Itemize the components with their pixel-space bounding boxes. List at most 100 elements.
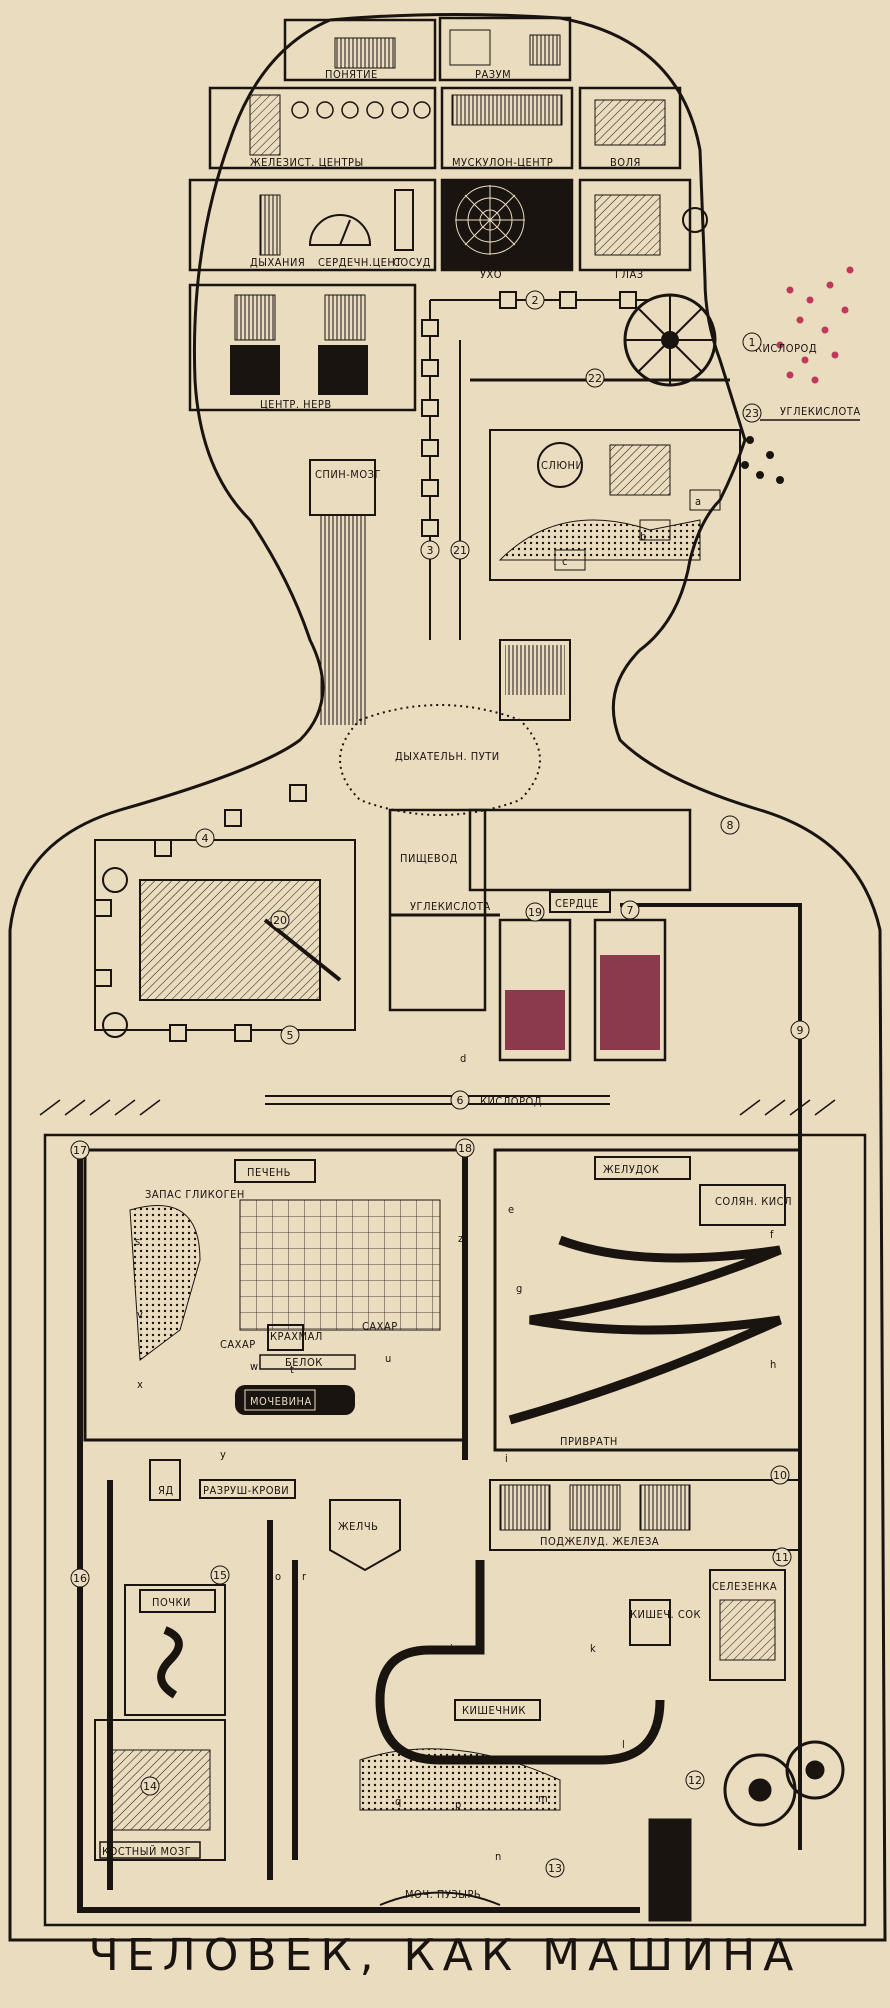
svg-text:ЯД: ЯД (158, 1484, 174, 1497)
gears (648, 1740, 845, 1922)
room-ukho (440, 178, 574, 272)
label-centr-nerv: ЦЕНТР. НЕРВ (260, 398, 332, 411)
svg-text:2: 2 (532, 294, 539, 307)
label-serdechnyi: СЕРДЕЧН.ЦЕНТ (318, 256, 402, 269)
label-volya: ВОЛЯ (610, 156, 641, 169)
body-outline (8, 12, 887, 1942)
room-muskulon (440, 86, 574, 170)
svg-text:f: f (770, 1228, 774, 1241)
svg-text:11: 11 (775, 1551, 789, 1564)
svg-text:КИШЕЧНИК: КИШЕЧНИК (462, 1704, 526, 1717)
spiderweb (455, 185, 525, 255)
svg-text:x: x (137, 1378, 143, 1391)
svg-text:ПОДЖЕЛУД. ЖЕЛЕЗА: ПОДЖЕЛУД. ЖЕЛЕЗА (540, 1535, 659, 1548)
svg-text:s: s (135, 1235, 141, 1248)
svg-text:8: 8 (727, 819, 734, 832)
spleen: СЕЛЕЗЕНКА (709, 1569, 786, 1681)
poster-title: ЧЕЛОВЕК, КАК МАШИНА (88, 1930, 802, 1981)
svg-text:p: p (455, 1798, 462, 1811)
svg-text:20: 20 (273, 914, 287, 927)
svg-text:6: 6 (457, 1094, 464, 1107)
svg-text:k: k (590, 1642, 596, 1655)
svg-text:ПОЧКИ: ПОЧКИ (152, 1596, 191, 1609)
label-sosud: СОСУД (393, 256, 431, 269)
svg-text:c: c (562, 555, 568, 568)
head: ПОНЯТИЕ РАЗУМ ЖЕЛЕЗИСТ. ЦЕНТРЫ МУСКУЛОН-… (188, 16, 861, 725)
liver: ПЕЧЕНЬ ЗАПАС ГЛИКОГЕН КРАХМАЛ САХАР САХА… (83, 1148, 467, 1442)
svg-text:l: l (622, 1738, 625, 1751)
svg-text:d: d (460, 1052, 467, 1065)
svg-text:7: 7 (627, 904, 634, 917)
room-volya (578, 86, 682, 170)
number-markers: 1 2 3 4 5 6 7 8 9 10 11 12 13 14 15 16 1… (70, 290, 810, 1878)
svg-text:21: 21 (453, 544, 467, 557)
svg-text:РАЗРУШ-КРОВИ: РАЗРУШ-КРОВИ (203, 1484, 289, 1497)
label-razum: РАЗУМ (475, 68, 511, 81)
room-glaz (578, 178, 692, 272)
svg-text:y: y (220, 1448, 226, 1461)
gauge-row (291, 101, 431, 119)
svg-text:САХАР: САХАР (220, 1338, 256, 1351)
svg-text:12: 12 (688, 1774, 702, 1787)
svg-text:1: 1 (749, 336, 756, 349)
svg-text:z: z (458, 1232, 464, 1245)
label-dykhania: ДЫХАНИЯ (250, 256, 305, 269)
lung-conveyor (94, 784, 356, 1042)
room-zhelezist (208, 86, 437, 170)
svg-text:СОЛЯН. КИСЛ: СОЛЯН. КИСЛ (715, 1195, 792, 1208)
label-zhelezist: ЖЕЛЕЗИСТ. ЦЕНТРЫ (250, 156, 364, 169)
room-centr-nerv (188, 283, 417, 412)
letter-markers: a b c e f g h i j k l m n o p q r s t u … (135, 495, 777, 1863)
svg-text:9: 9 (797, 1024, 804, 1037)
svg-text:h: h (770, 1358, 777, 1371)
svg-text:g: g (516, 1282, 523, 1295)
svg-text:b: b (640, 530, 647, 543)
svg-text:18: 18 (458, 1142, 472, 1155)
bile-tank: ЖЕЛЧЬ ЯД РАЗРУШ-КРОВИ (149, 1459, 401, 1572)
svg-text:4: 4 (202, 832, 209, 845)
svg-text:САХАР: САХАР (362, 1320, 398, 1333)
svg-text:УГЛЕКИСЛОТА: УГЛЕКИСЛОТА (410, 900, 491, 913)
svg-text:3: 3 (427, 544, 434, 557)
chest: ДЫХАТЕЛЬН. ПУТИ ПИЩЕВОД d СЕРД (39, 639, 836, 1850)
stomach: ЖЕЛУДОК СОЛЯН. КИСЛ ПРИВРАТН (493, 1148, 802, 1452)
room-razum (438, 16, 572, 82)
svg-text:n: n (495, 1850, 502, 1863)
esophagus: ПИЩЕВОД d (388, 808, 487, 1065)
abdomen: ПЕЧЕНЬ ЗАПАС ГЛИКОГЕН КРАХМАЛ САХАР САХА… (43, 1133, 867, 1927)
svg-text:i: i (505, 1452, 508, 1465)
svg-text:МОЧ. ПУЗЫРЬ: МОЧ. ПУЗЫРЬ (405, 1888, 481, 1901)
svg-text:КИШЕЧ. СОК: КИШЕЧ. СОК (630, 1608, 701, 1621)
svg-text:q: q (395, 1795, 402, 1808)
bladder: МОЧ. ПУЗЫРЬ (379, 1888, 501, 1906)
svg-text:v: v (137, 1308, 143, 1321)
svg-text:СЕРДЦЕ: СЕРДЦЕ (555, 897, 599, 910)
label-muskulon: МУСКУЛОН-ЦЕНТР (452, 156, 553, 169)
svg-text:j: j (449, 1642, 453, 1655)
oxygen-dots (776, 266, 854, 384)
heart: СЕРДЦЕ УГЛЕКИСЛОТА (390, 808, 692, 1062)
label-uglekislota: УГЛЕКИСЛОТА (780, 405, 861, 418)
svg-text:ПРИВРАТН: ПРИВРАТН (560, 1435, 618, 1448)
bone-marrow: КОСТНЫЙ МОЗГ (94, 1719, 226, 1861)
svg-text:БЕЛОК: БЕЛОК (285, 1356, 323, 1369)
pancreas: ПОДЖЕЛУД. ЖЕЛЕЗА (489, 1479, 801, 1551)
label-ponyatie: ПОНЯТИЕ (325, 68, 378, 81)
svg-text:17: 17 (73, 1144, 87, 1157)
spinal-cord: СПИН-МОЗГ (309, 459, 380, 725)
label-dykhatelnye-puti: ДЫХАТЕЛЬН. ПУТИ (395, 750, 500, 763)
svg-text:ЗАПАС ГЛИКОГЕН: ЗАПАС ГЛИКОГЕН (145, 1188, 245, 1201)
label-glaz: ГЛАЗ (615, 268, 644, 281)
svg-text:МОЧЕВИНА: МОЧЕВИНА (250, 1395, 312, 1408)
svg-text:o: o (275, 1570, 282, 1583)
svg-text:23: 23 (745, 407, 759, 420)
kidneys: ПОЧКИ (124, 1584, 226, 1716)
co2-dots (741, 436, 784, 484)
svg-text:СЛЮНИ: СЛЮНИ (541, 459, 583, 472)
pipes (77, 1140, 640, 1913)
svg-text:r: r (302, 1570, 307, 1583)
svg-text:ЖЕЛУДОК: ЖЕЛУДОК (603, 1163, 659, 1176)
svg-text:m: m (538, 1792, 548, 1805)
